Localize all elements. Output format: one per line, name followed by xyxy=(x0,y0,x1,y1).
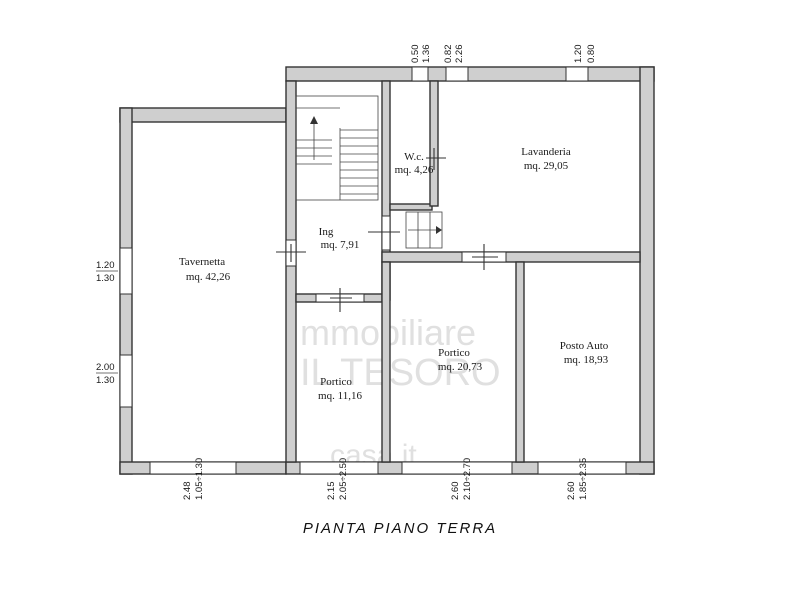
wall-main-right xyxy=(639,66,655,475)
wall-main-top xyxy=(285,66,655,82)
window-left-2 xyxy=(119,354,133,408)
openings xyxy=(119,66,627,475)
plan-caption: PIANTA PIANO TERRA xyxy=(302,520,498,537)
dim-top-lav-b: 2.26 xyxy=(454,45,465,64)
dim-top-wc-a: 0.50 xyxy=(410,45,421,64)
wall-portico-auto xyxy=(515,261,525,463)
dim-bot-4-b: 1.85÷2.35 xyxy=(578,458,589,500)
room-labels: Tavernetta mq. 42,26 Ing mq. 7,91 W.c. m… xyxy=(179,146,609,402)
room-area-tavernetta: mq. 42,26 xyxy=(186,271,231,283)
wall-tav-top xyxy=(119,107,287,123)
stair-arrow-icon xyxy=(310,116,318,124)
dim-bot-2-a: 2.15 xyxy=(326,482,337,501)
door-marks xyxy=(276,148,498,312)
dim-top-right-a: 1.20 xyxy=(573,45,584,64)
room-area-wc: mq. 4,26 xyxy=(395,164,434,176)
window-left-1 xyxy=(119,247,133,295)
room-name-tavernetta: Tavernetta xyxy=(179,256,225,268)
dim-top-right-b: 0.80 xyxy=(586,45,597,64)
room-name-portico-sx: Portico xyxy=(320,376,352,388)
door-ing-stair xyxy=(381,215,391,251)
staircase xyxy=(295,95,379,201)
opening-bottom-portico-sx xyxy=(299,461,379,475)
dim-bot-1-a: 2.48 xyxy=(182,482,193,501)
room-area-portico-sx: mq. 11,16 xyxy=(318,390,362,402)
room-area-portico-c: mq. 20,73 xyxy=(438,361,483,373)
dim-top-wc-b: 1.36 xyxy=(421,45,432,64)
dim-bot-1-b: 1.05÷1.30 xyxy=(194,458,205,500)
dim-bot-3-a: 2.60 xyxy=(450,482,461,501)
room-area-lavanderia: mq. 29,05 xyxy=(524,160,569,172)
wall-lav-bottom xyxy=(381,251,641,263)
opening-bottom-portico-c xyxy=(401,461,513,475)
room-area-ing: mq. 7,91 xyxy=(321,239,360,251)
dim-left-b-top: 2.00 xyxy=(96,362,115,373)
window-top-lav xyxy=(445,66,469,82)
dim-left-a-top: 1.20 xyxy=(96,260,115,271)
dim-bot-4-a: 2.60 xyxy=(566,482,577,501)
stair-small-arrow-icon xyxy=(436,226,442,234)
wall-tav-ing xyxy=(285,80,297,463)
room-area-posto-auto: mq. 18,93 xyxy=(564,354,609,366)
opening-bottom-tav xyxy=(149,461,237,475)
watermark-line2: IL TESORO xyxy=(300,352,501,394)
wall-wc-bottom xyxy=(389,203,433,211)
room-name-wc: W.c. xyxy=(404,151,424,163)
opening-bottom-auto xyxy=(537,461,627,475)
dim-left-b-bot: 1.30 xyxy=(96,375,115,386)
wall-portico-mid xyxy=(381,261,391,463)
dim-bot-3-b: 2.10÷2.70 xyxy=(462,458,473,500)
stair-small xyxy=(405,211,443,249)
room-name-ing: Ing xyxy=(319,226,334,238)
dim-top-lav-a: 0.82 xyxy=(443,45,454,64)
stair-steps xyxy=(296,129,378,195)
room-name-lavanderia: Lavanderia xyxy=(521,146,571,158)
dimensions: 0.50 1.36 0.82 2.26 1.20 0.80 1.20 1.30 … xyxy=(96,45,597,501)
window-top-right xyxy=(565,66,589,82)
room-name-posto-auto: Posto Auto xyxy=(560,340,609,352)
wall-wc-lav xyxy=(429,80,439,207)
dim-bot-2-b: 2.05÷2.50 xyxy=(338,458,349,500)
room-name-portico-c: Portico xyxy=(438,347,470,359)
window-top-wc xyxy=(411,66,429,82)
dim-left-a-bot: 1.30 xyxy=(96,273,115,284)
